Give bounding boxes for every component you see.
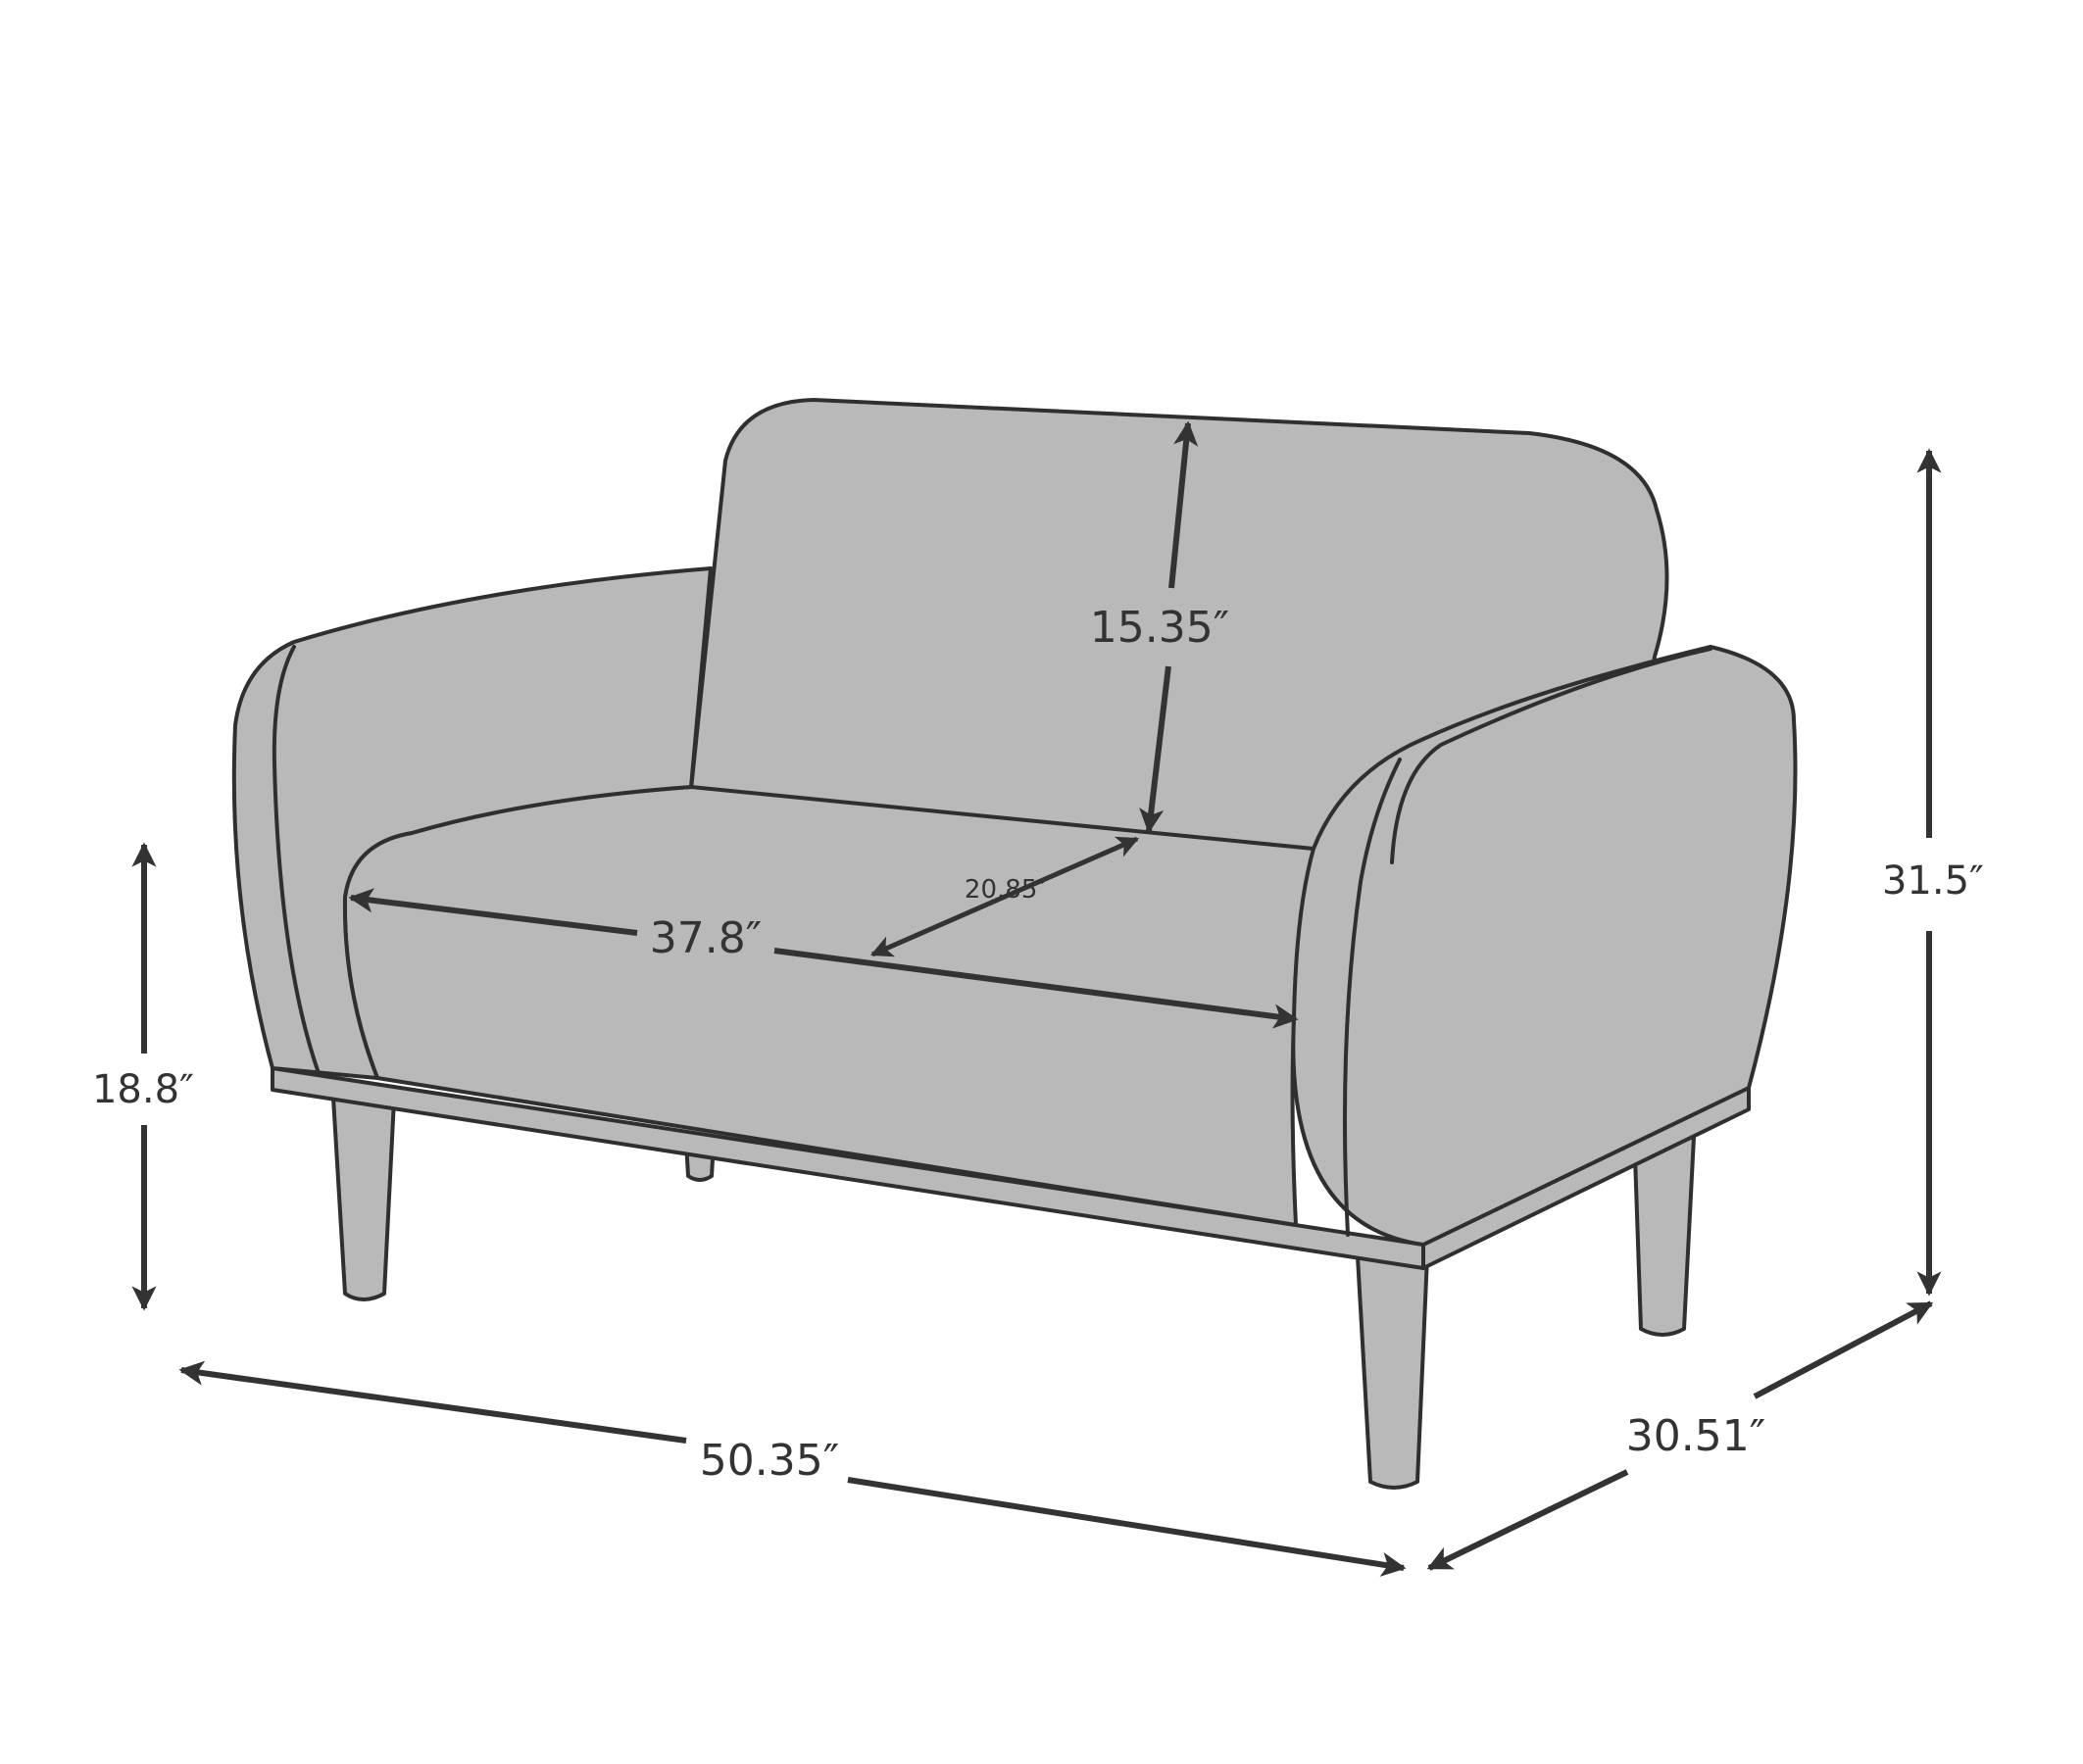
label-back-height: 15.35″ xyxy=(1090,603,1229,653)
label-seat-height: 18.8″ xyxy=(92,1067,194,1112)
back-height-arrow-lower xyxy=(1139,665,1171,834)
leg-back-right xyxy=(1633,1135,1696,1337)
right-arm-front-edge xyxy=(1390,647,1712,864)
overall-depth-arrow-lower xyxy=(1426,1469,1629,1571)
label-overall-depth: 30.51″ xyxy=(1626,1411,1765,1461)
overall-depth-arrow-upper xyxy=(1753,1300,1934,1399)
seat-width-arrow-left xyxy=(348,888,638,936)
overall-width-arrow-right xyxy=(847,1477,1407,1577)
seat-depth-arrow xyxy=(869,836,1140,957)
left-arm xyxy=(231,566,713,1080)
label-seat-depth: 20.85″ xyxy=(965,875,1047,905)
label-seat-width: 37.8″ xyxy=(650,913,762,963)
right-arm xyxy=(1291,645,1798,1247)
left-arm-welt xyxy=(272,645,321,1075)
dimension-labels: 15.35″ 20.85″ 37.8″ 18.8″ 31.5″ 50.35″ 3… xyxy=(92,603,1984,1486)
right-arm-welt xyxy=(1342,758,1402,1237)
seat-width-arrow-right xyxy=(773,948,1299,1029)
loveseat-illustration xyxy=(231,398,1798,1490)
leg-front-left xyxy=(331,1096,396,1301)
dimension-arrows xyxy=(131,420,1942,1577)
label-overall-height: 31.5″ xyxy=(1882,858,1984,904)
overall-width-arrow-left xyxy=(178,1360,687,1444)
leg-front-right xyxy=(1356,1254,1429,1490)
label-overall-width: 50.35″ xyxy=(700,1436,839,1486)
back-height-arrow-upper xyxy=(1168,420,1199,589)
